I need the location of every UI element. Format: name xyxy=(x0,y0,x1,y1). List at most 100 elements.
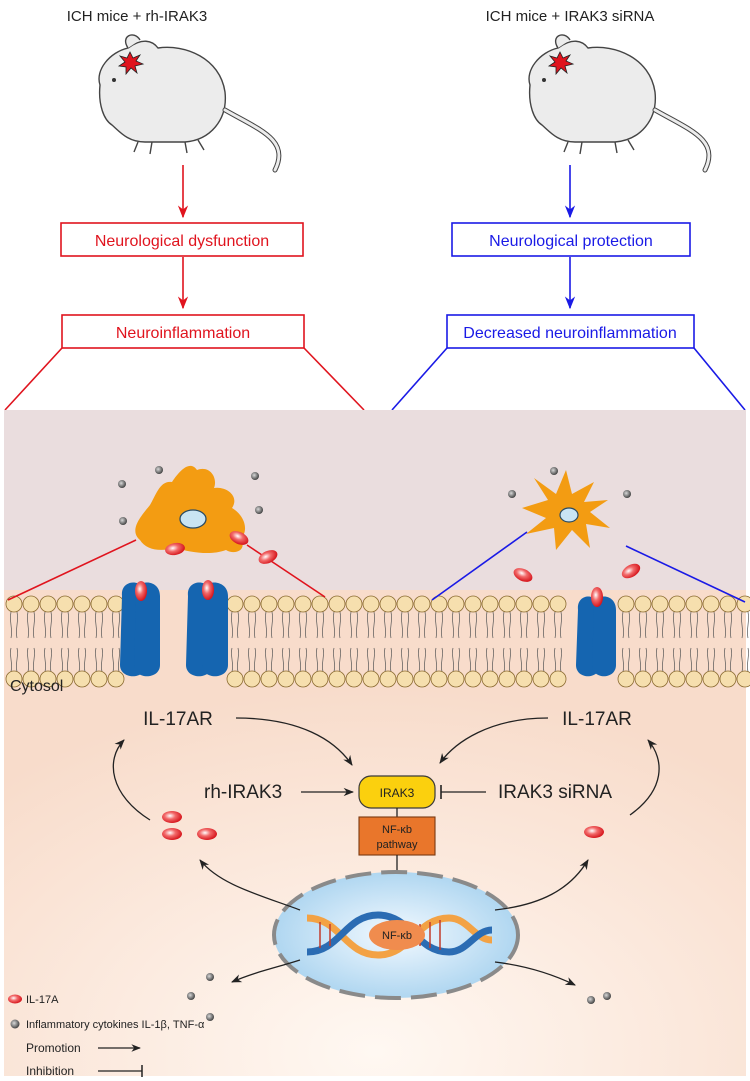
lipid-tail xyxy=(520,611,528,639)
arrow-receptor-to-irak3-right xyxy=(439,717,549,764)
lipid-head xyxy=(22,595,40,613)
nfkb-node-label: NF-κb xyxy=(382,930,412,942)
lipid-tail xyxy=(10,647,18,673)
box-decreased-neuroinflammation xyxy=(446,314,695,349)
lipid-tail xyxy=(95,647,103,673)
mouse-icon-right xyxy=(528,34,712,173)
lipid-head xyxy=(379,670,397,688)
lipid-tail xyxy=(656,647,664,673)
lipid-tail xyxy=(673,611,681,639)
lipid-head xyxy=(226,670,244,688)
lipid-tail xyxy=(622,611,630,639)
lipid-head xyxy=(719,595,737,613)
lipid-head xyxy=(294,595,312,613)
lipid-tail xyxy=(231,611,239,639)
lipid-tail xyxy=(248,611,256,639)
lipid-head xyxy=(651,670,669,688)
lipid-head xyxy=(464,595,482,613)
lipid-head xyxy=(345,595,363,613)
lipid-tail xyxy=(95,611,103,639)
lipid-tail xyxy=(61,647,69,673)
legend-promotion-label: Promotion xyxy=(26,1041,81,1055)
receptor-label-left: IL-17AR xyxy=(143,709,213,730)
box-neurological-dysfunction-label: Neurological dysfunction xyxy=(95,233,269,250)
zoom-line-right-b xyxy=(693,347,746,411)
lipid-head xyxy=(5,670,23,688)
lipid-head xyxy=(430,595,448,613)
lipid-head xyxy=(277,670,295,688)
lipid-head xyxy=(702,670,720,688)
lipid-head xyxy=(73,670,91,688)
lipid-head xyxy=(430,670,448,688)
lipid-head xyxy=(90,595,108,613)
box-neuroinflammation xyxy=(61,314,305,349)
lipid-tail xyxy=(78,647,86,673)
lipid-head xyxy=(107,595,125,613)
lipid-tail xyxy=(452,647,460,673)
microglia-nucleus-left xyxy=(179,509,207,529)
right-title: ICH mice + IRAK3 siRNA xyxy=(486,8,655,25)
lipid-head xyxy=(515,595,533,613)
lipid-tail xyxy=(435,647,443,673)
lipid-tail xyxy=(486,611,494,639)
lipid-head xyxy=(396,595,414,613)
lipid-tail xyxy=(78,611,86,639)
lipid-tail xyxy=(61,611,69,639)
lipid-head xyxy=(634,595,652,613)
lipid-head xyxy=(362,670,380,688)
lipid-head xyxy=(634,670,652,688)
lipid-tail xyxy=(44,611,52,639)
legend: IL-17A Inflammatory cytokines IL-1β, TNF… xyxy=(8,994,205,1078)
lipid-head xyxy=(719,670,737,688)
lipid-tail xyxy=(690,611,698,639)
receptor-il17ar-right xyxy=(576,587,616,677)
microglia-line-right-a xyxy=(431,531,528,601)
microglia-line-left-b xyxy=(246,544,326,598)
lipid-tail xyxy=(112,611,120,639)
lipid-tail xyxy=(299,647,307,673)
lipid-head xyxy=(39,670,57,688)
lipid-head xyxy=(90,670,108,688)
zoom-line-right-a xyxy=(391,347,448,411)
lipid-head xyxy=(651,595,669,613)
lipid-head xyxy=(481,670,499,688)
lipid-tail xyxy=(707,647,715,673)
lipid-head xyxy=(328,595,346,613)
microglia-nucleus-right xyxy=(559,507,579,523)
arrow-il17a-to-receptor-right xyxy=(629,739,660,816)
lipid-tail xyxy=(248,647,256,673)
lipid-tail xyxy=(350,611,358,639)
lipid-head xyxy=(413,595,431,613)
receptor-il17ar-left-2 xyxy=(186,580,228,677)
lipid-tail xyxy=(741,611,749,639)
lipid-head xyxy=(668,670,686,688)
lipid-tail xyxy=(503,611,511,639)
cytosol-label: Cytosol xyxy=(10,678,63,695)
lipid-head xyxy=(668,595,686,613)
lipid-head xyxy=(226,595,244,613)
microglia-line-right-b xyxy=(625,545,746,603)
lipid-tail xyxy=(452,611,460,639)
lipid-head xyxy=(515,670,533,688)
lipid-head xyxy=(379,595,397,613)
lipid-tail xyxy=(401,647,409,673)
lipid-head xyxy=(617,595,635,613)
lipid-tail xyxy=(554,647,562,673)
lipid-head xyxy=(328,670,346,688)
legend-il17a-label: IL-17A xyxy=(26,994,59,1006)
lipid-head xyxy=(447,670,465,688)
lipid-tail xyxy=(384,611,392,639)
left-title: ICH mice + rh-IRAK3 xyxy=(67,8,207,25)
lipid-head xyxy=(532,595,550,613)
box-neuroinflammation-label: Neuroinflammation xyxy=(116,325,250,342)
hemorrhage-icon-right xyxy=(547,51,575,76)
lipid-head xyxy=(243,595,261,613)
lipid-tail xyxy=(418,611,426,639)
lipid-tail xyxy=(265,611,273,639)
receptor-il17ar-left-1 xyxy=(120,581,160,677)
lipid-head xyxy=(447,595,465,613)
hemorrhage-icon-left xyxy=(117,51,145,76)
lipid-head xyxy=(617,670,635,688)
nfkb-pathway-line1: NF-κb xyxy=(382,824,412,836)
lipid-tail xyxy=(112,647,120,673)
